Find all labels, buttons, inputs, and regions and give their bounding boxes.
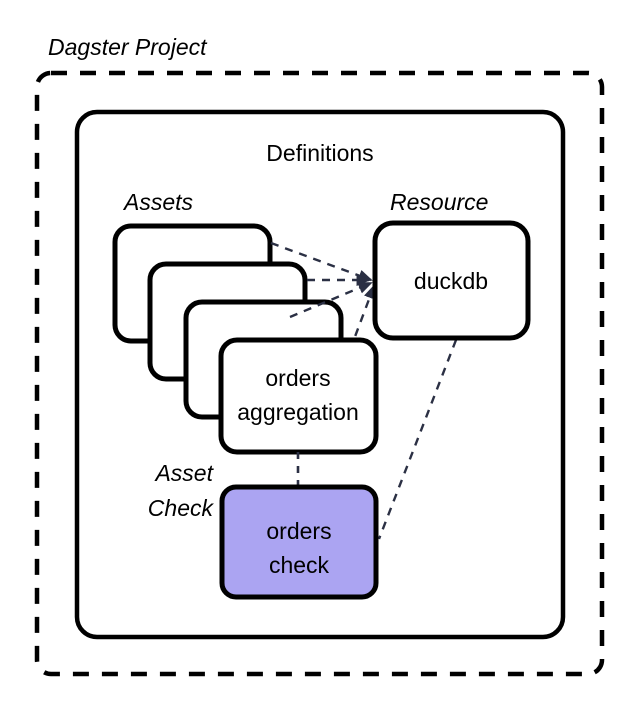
- edge-orders-aggregation-to-duckdb: [348, 284, 376, 351]
- dagster-project-label: Dagster Project: [48, 34, 208, 60]
- orders-aggregation-node[interactable]: [218, 337, 379, 455]
- duckdb-node-label: duckdb: [414, 268, 488, 294]
- definitions-label: Definitions: [266, 140, 373, 166]
- edge-duckdb-to-orders-check: [377, 339, 458, 540]
- assets-group-label: Assets: [122, 189, 194, 215]
- resource-group-label: Resource: [390, 189, 488, 215]
- definitions-container: [74, 109, 566, 640]
- orders-check-label-line2: check: [269, 552, 330, 578]
- orders-aggregation-label-line2: aggregation: [237, 399, 359, 425]
- orders-aggregation-label-line1: orders: [265, 365, 330, 391]
- asset-check-group-label-line1: Asset: [153, 460, 214, 486]
- dagster-project-container: [34, 70, 605, 677]
- orders-check-label-line1: orders: [266, 518, 331, 544]
- duckdb-node[interactable]: [372, 220, 531, 341]
- orders-check-node[interactable]: [219, 484, 379, 600]
- asset-check-group-label-line2: Check: [148, 495, 215, 521]
- edge-asset-card-back-1-to-duckdb: [270, 241, 373, 282]
